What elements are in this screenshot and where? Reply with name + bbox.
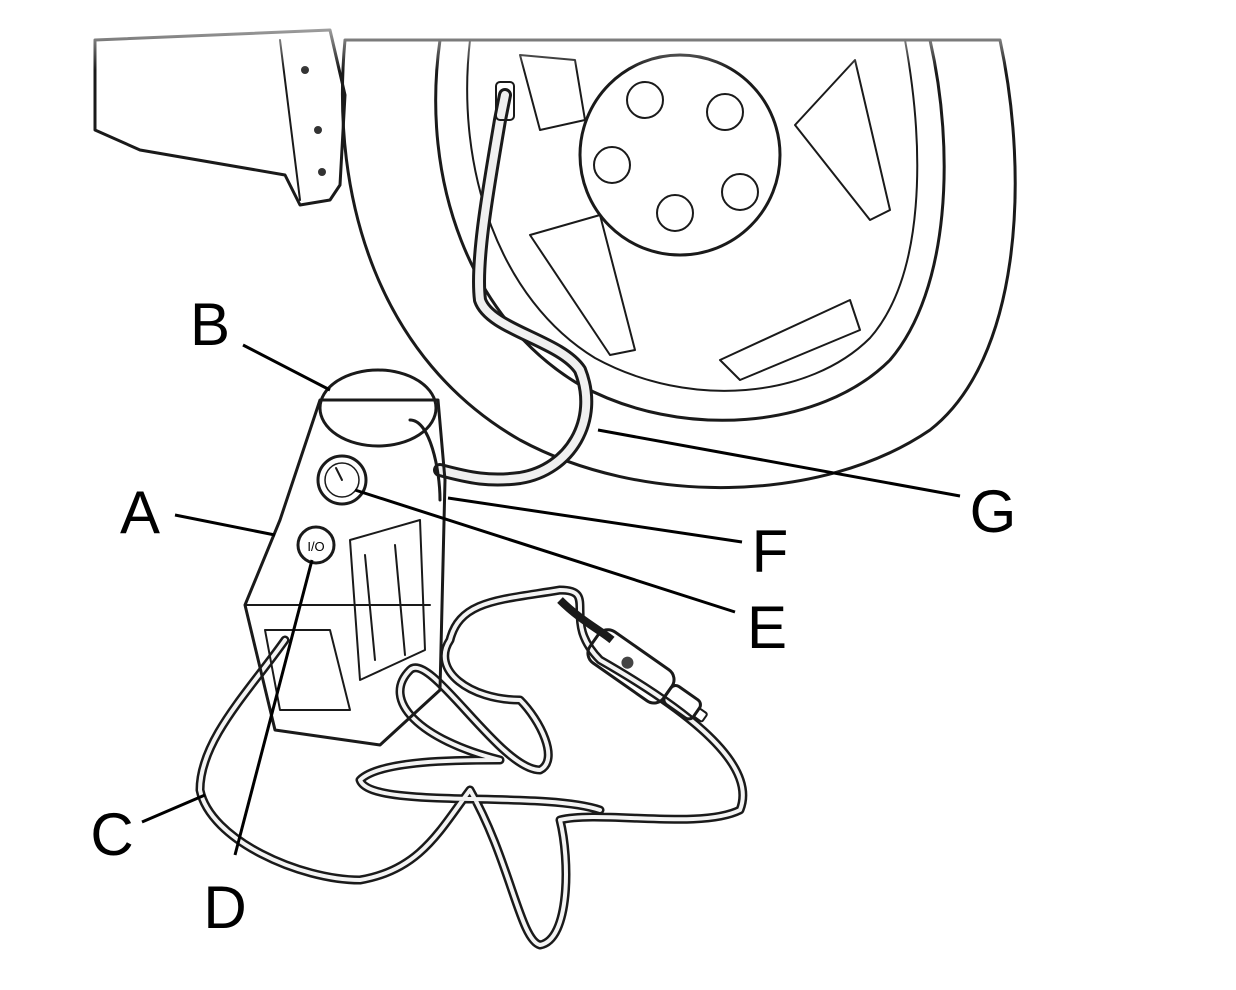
vent-opening xyxy=(264,629,351,711)
pressure-gauge-icon xyxy=(316,454,368,506)
callouts: B A C D E F G xyxy=(90,291,1016,941)
wheel-hub xyxy=(578,53,782,257)
lug-nut-icon xyxy=(626,81,664,119)
lug-nut-icon xyxy=(656,194,694,232)
leader-e xyxy=(354,488,736,614)
lug-nut-icon xyxy=(721,173,759,211)
power-switch-icon: I/O xyxy=(296,525,336,565)
compressor-top-cup xyxy=(318,368,438,448)
valve-connector-icon xyxy=(495,81,515,121)
svg-text:I/O: I/O xyxy=(307,539,324,554)
callout-g: G xyxy=(970,478,1017,545)
callout-e: E xyxy=(747,594,787,661)
wheel-spokes xyxy=(519,54,891,381)
air-hose xyxy=(433,81,594,487)
leader-g xyxy=(597,428,961,498)
leader-d xyxy=(233,559,314,856)
leader-lines xyxy=(141,343,961,856)
leader-a xyxy=(174,513,276,537)
callout-f: F xyxy=(752,518,789,585)
lug-nut-icon xyxy=(706,93,744,131)
leader-f xyxy=(447,496,743,544)
leader-b xyxy=(242,343,331,392)
callout-b: B xyxy=(190,291,230,358)
callout-d: D xyxy=(203,874,246,941)
leader-c xyxy=(141,793,206,824)
callout-a: A xyxy=(120,479,160,546)
power-plug-icon xyxy=(586,628,708,723)
lug-nut-icon xyxy=(593,146,631,184)
power-cord xyxy=(195,585,748,950)
compressor-body: I/O xyxy=(243,368,447,747)
callout-c: C xyxy=(90,801,133,868)
tire xyxy=(341,38,1017,489)
